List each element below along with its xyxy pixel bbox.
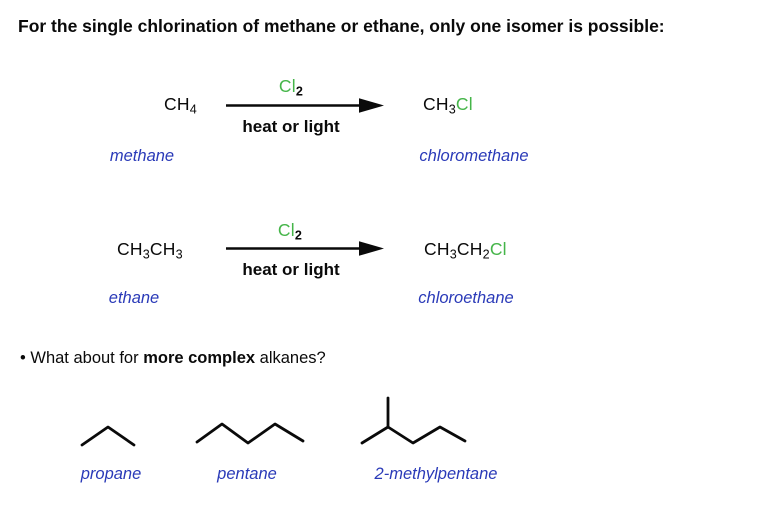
formula-subscript: 3 <box>175 247 183 262</box>
chlorine-text: Cl <box>455 94 473 114</box>
pentane-label: pentane <box>217 465 277 483</box>
reaction1-reagent-formula: Cl2 <box>278 76 304 99</box>
chlorine-text: Cl <box>277 220 295 240</box>
page-title: For the single chlorination of methane o… <box>18 16 665 36</box>
chlorine-text: Cl <box>278 76 296 96</box>
formula-text: CH <box>424 239 450 259</box>
formula-subscript: 3 <box>142 247 150 262</box>
reaction2-reagent-formula: Cl2 <box>277 220 303 243</box>
reaction1-reactant-label: methane <box>109 147 175 165</box>
methylpentane-label: 2-methylpentane <box>374 465 498 483</box>
reaction1-reactant-formula: CH4 <box>164 94 197 117</box>
formula-subscript: 2 <box>482 247 490 262</box>
pentane-structure <box>195 422 305 445</box>
reaction1-arrow <box>226 98 384 113</box>
reaction1-product-label: chloromethane <box>419 147 529 165</box>
formula-subscript: 3 <box>449 247 457 262</box>
formula-text: CH <box>456 239 483 259</box>
formula-text: CH <box>164 94 190 114</box>
question-text: What about for <box>25 349 144 367</box>
reaction1-product-formula: CH3Cl <box>423 94 473 117</box>
formula-subscript: 4 <box>189 102 197 117</box>
reaction2-conditions: heat or light <box>242 260 340 279</box>
bullet-glyph: • <box>20 349 26 367</box>
chlorine-text: Cl <box>489 239 507 259</box>
formula-subscript: 2 <box>295 84 304 99</box>
formula-text: CH <box>117 239 143 259</box>
question-emphasis: more complex <box>143 349 256 367</box>
formula-text: CH <box>423 94 449 114</box>
reaction2-product-label: chloroethane <box>418 289 514 307</box>
propane-label: propane <box>80 465 142 483</box>
question-line: • What about for more complex alkanes? <box>20 349 326 368</box>
methylpentane-structure <box>360 425 467 445</box>
reaction2-arrow <box>226 241 384 256</box>
formula-subscript: 3 <box>448 102 456 117</box>
question-text: alkanes? <box>255 349 326 367</box>
formula-subscript: 2 <box>294 228 303 243</box>
formula-text: CH <box>149 239 176 259</box>
propane-structure <box>80 425 136 447</box>
reaction2-product-formula: CH3CH2Cl <box>424 239 507 262</box>
reaction2-reactant-formula: CH3CH3 <box>117 239 183 262</box>
reaction2-reactant-label: ethane <box>108 289 160 307</box>
reaction1-conditions: heat or light <box>242 117 340 136</box>
